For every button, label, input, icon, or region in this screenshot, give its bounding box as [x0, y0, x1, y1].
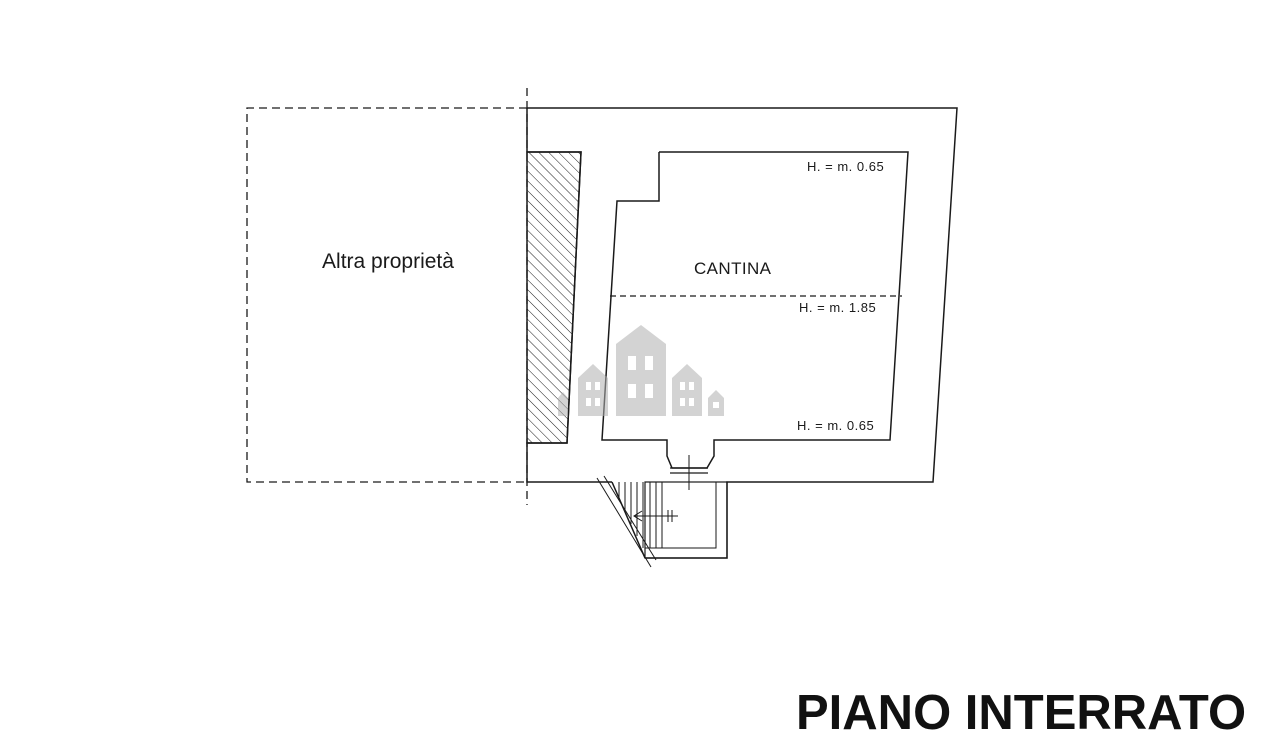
watermark-house — [578, 364, 608, 416]
ceiling-height-bottom-label: H. = m. 0.65 — [797, 418, 875, 433]
ceiling-height-top-label: H. = m. 0.65 — [807, 159, 885, 174]
stair-wall-outer — [603, 475, 657, 561]
watermark-house — [672, 364, 702, 416]
other-property-label: Altra proprietà — [322, 250, 454, 273]
room-name-label: CANTINA — [694, 259, 772, 278]
floor-title: PIANO INTERRATO — [796, 686, 1247, 740]
staircase — [596, 475, 728, 568]
stair-wall — [611, 481, 646, 559]
stair-wall-outer — [596, 477, 652, 568]
ceiling-height-middle-label: H. = m. 1.85 — [799, 300, 877, 315]
watermark-house — [558, 392, 568, 416]
stair-direction-arrowhead — [633, 510, 643, 522]
stair-inner-edge — [644, 482, 717, 549]
hatched-wall-section — [526, 151, 582, 444]
watermark-logo — [558, 325, 724, 416]
other-property-boundary — [246, 107, 527, 483]
outer-wall — [527, 107, 958, 559]
stair-landing — [644, 481, 728, 559]
watermark-house — [616, 325, 666, 416]
